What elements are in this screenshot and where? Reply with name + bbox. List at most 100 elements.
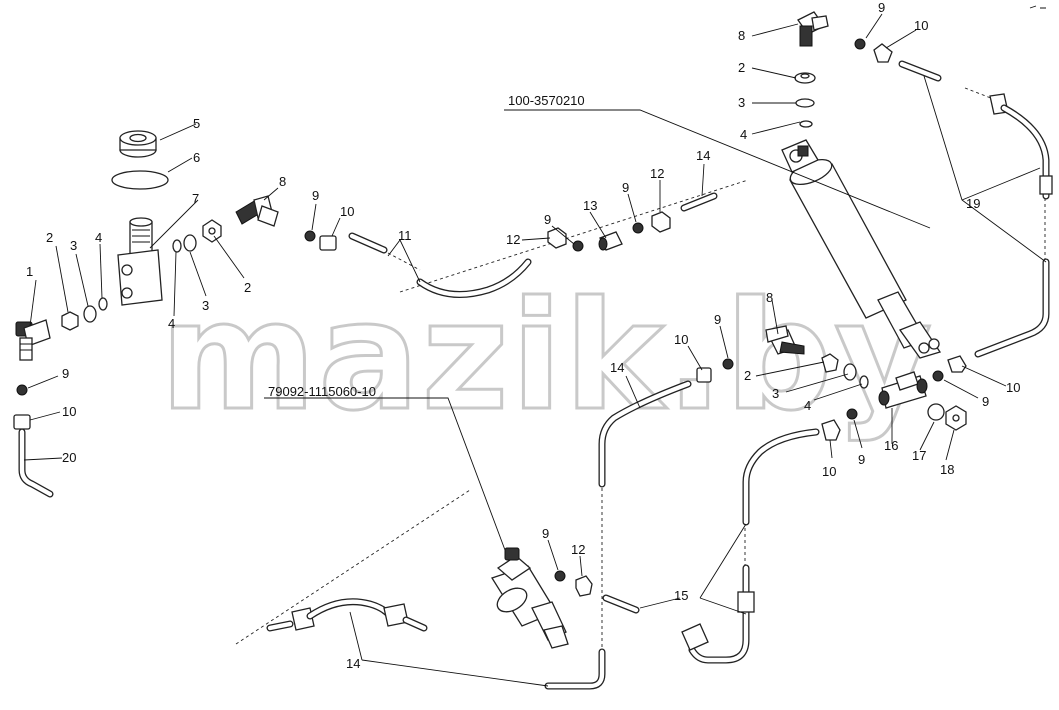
callout-10: 10 xyxy=(914,18,928,33)
callout-10: 10 xyxy=(1006,380,1020,395)
tube-20 xyxy=(18,428,54,498)
callout-14: 14 xyxy=(610,360,624,375)
angle-fitting-8b xyxy=(797,11,829,47)
tube-14a xyxy=(680,192,718,212)
callout-2: 2 xyxy=(738,60,745,75)
ferrule-9a xyxy=(16,384,28,396)
tube-15 xyxy=(602,428,820,664)
tube-14c xyxy=(266,598,606,690)
nut-2d xyxy=(821,353,839,373)
callout-8: 8 xyxy=(766,290,773,305)
hex-nut-5 xyxy=(119,130,157,158)
callout-17: 17 xyxy=(912,448,926,463)
leader-lines xyxy=(23,13,1047,687)
callout-4: 4 xyxy=(740,127,747,142)
tee-fitting-16 xyxy=(878,371,928,409)
nut-10f xyxy=(821,419,841,441)
nut-2c xyxy=(794,72,816,84)
callout-20: 20 xyxy=(62,450,76,465)
valve-body-7 xyxy=(117,217,163,306)
ferrule-9b xyxy=(304,230,316,242)
callout-4: 4 xyxy=(168,316,175,331)
washer-17 xyxy=(927,403,945,421)
callout-6: 6 xyxy=(193,150,200,165)
callout-8: 8 xyxy=(738,28,745,43)
callout-7: 7 xyxy=(192,191,199,206)
assembly-code-brake-valve: 79092-1115060-10 xyxy=(268,384,376,399)
callout-4: 4 xyxy=(95,230,102,245)
o-ring-4a xyxy=(172,239,182,253)
callout-10: 10 xyxy=(674,332,688,347)
callout-13: 13 xyxy=(583,198,597,213)
washer-3c xyxy=(795,98,815,108)
hydraulic-cylinder xyxy=(781,139,942,359)
ferrule-9h xyxy=(846,408,858,420)
callout-9: 9 xyxy=(858,452,865,467)
washer-3b xyxy=(83,305,97,323)
nut-10d xyxy=(696,367,712,383)
o-ring-4c xyxy=(799,120,813,128)
callout-15: 15 xyxy=(674,588,688,603)
callout-12: 12 xyxy=(506,232,520,247)
callout-3: 3 xyxy=(70,238,77,253)
ferrule-9d xyxy=(632,222,644,234)
assembly-code-cylinder: 100-3570210 xyxy=(508,93,585,108)
banjo-fitting-1 xyxy=(15,319,51,361)
callout-12: 12 xyxy=(571,542,585,557)
nut-10b xyxy=(319,235,337,251)
callout-9: 9 xyxy=(62,366,69,381)
callout-5: 5 xyxy=(193,116,200,131)
callout-14: 14 xyxy=(696,148,710,163)
callout-10: 10 xyxy=(822,464,836,479)
washer-3a xyxy=(183,234,197,252)
callout-18: 18 xyxy=(940,462,954,477)
callout-3: 3 xyxy=(202,298,209,313)
callout-10: 10 xyxy=(340,204,354,219)
nut-10c xyxy=(873,43,893,63)
nut-2b xyxy=(61,311,79,331)
ferrule-9e xyxy=(854,38,866,50)
o-ring-4b xyxy=(98,297,108,311)
nut-10e xyxy=(947,355,967,373)
callout-9: 9 xyxy=(714,312,721,327)
callout-10: 10 xyxy=(62,404,76,419)
tube-14b xyxy=(598,380,692,488)
construction-line xyxy=(235,489,471,645)
nut-12c xyxy=(575,575,593,597)
straight-fitting-13 xyxy=(598,231,623,251)
callout-9: 9 xyxy=(878,0,885,15)
watermark: mazik.by xyxy=(160,270,934,444)
tube-19 xyxy=(898,60,1053,358)
ferrule-9f xyxy=(722,358,734,370)
callout-11: 11 xyxy=(398,228,412,243)
callout-9: 9 xyxy=(982,394,989,409)
callout-1: 1 xyxy=(26,264,33,279)
callout-3: 3 xyxy=(772,386,779,401)
callout-9: 9 xyxy=(544,212,551,227)
corner-mark xyxy=(1029,5,1046,9)
callout-9: 9 xyxy=(622,180,629,195)
callout-16: 16 xyxy=(884,438,898,453)
callouts: 1 2 3 4 5 6 7 8 9 10 11 12 13 9 12 9 14 … xyxy=(26,0,1020,671)
callout-2: 2 xyxy=(744,368,751,383)
ferrule-9c xyxy=(572,240,584,252)
callout-2: 2 xyxy=(244,280,251,295)
construction-line xyxy=(399,179,749,293)
callout-8: 8 xyxy=(279,174,286,189)
washer-6 xyxy=(111,170,169,190)
angle-fitting-8a xyxy=(235,195,279,227)
callout-9: 9 xyxy=(542,526,549,541)
brake-valve xyxy=(491,547,569,649)
callout-4: 4 xyxy=(804,398,811,413)
callout-19: 19 xyxy=(966,196,980,211)
callout-9: 9 xyxy=(312,188,319,203)
nut-2a xyxy=(202,219,222,243)
o-ring-4d xyxy=(859,375,869,389)
callout-3: 3 xyxy=(738,95,745,110)
nut-18 xyxy=(945,405,967,431)
nut-10a xyxy=(13,414,31,430)
nut-12a xyxy=(547,227,567,249)
callout-14: 14 xyxy=(346,656,360,671)
washer-3d xyxy=(843,363,857,381)
